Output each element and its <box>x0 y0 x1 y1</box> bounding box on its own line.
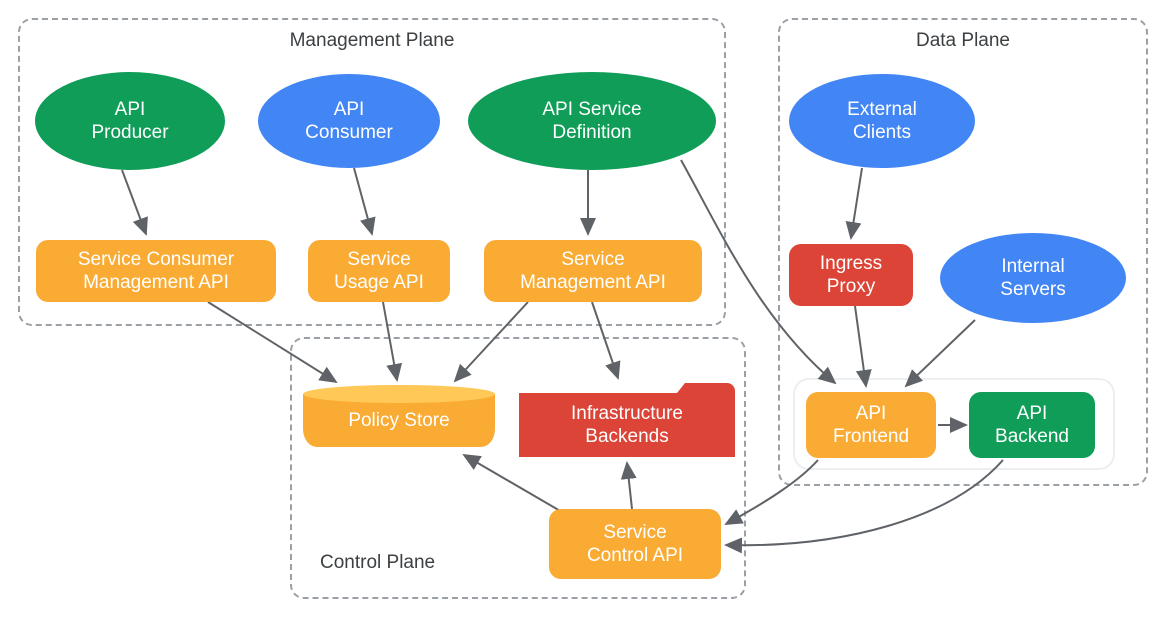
node-label-external-clients: External Clients <box>847 99 917 143</box>
node-service-usage-api[interactable]: Service Usage API <box>308 240 450 302</box>
node-label-service-usage-api: Service Usage API <box>334 249 424 293</box>
cylinder-top-ellipse <box>303 385 495 403</box>
node-label-ingress-proxy: Ingress Proxy <box>819 253 883 297</box>
node-label-policy-store: Policy Store <box>348 410 450 431</box>
node-service-control-api[interactable]: Service Control API <box>549 509 721 579</box>
node-label-internal-servers: Internal Servers <box>1000 256 1066 300</box>
node-api-consumer[interactable]: API Consumer <box>258 74 440 168</box>
node-label-api-producer: API Producer <box>91 99 169 143</box>
node-api-frontend[interactable]: API Frontend <box>806 392 936 458</box>
node-label-api-consumer: API Consumer <box>305 99 393 143</box>
plane-title-control-plane: Control Plane <box>320 552 436 573</box>
node-api-service-definition[interactable]: API Service Definition <box>468 72 716 170</box>
node-service-management-api[interactable]: Service Management API <box>484 240 702 302</box>
node-label-api-service-definition: API Service Definition <box>542 99 642 143</box>
node-label-service-control-api: Service Control API <box>586 522 684 566</box>
node-api-producer[interactable]: API Producer <box>35 72 225 170</box>
node-internal-servers[interactable]: Internal Servers <box>940 233 1126 323</box>
node-policy-store[interactable]: Policy Store <box>303 385 495 447</box>
node-label-api-backend: API Backend <box>995 403 1069 447</box>
node-ingress-proxy[interactable]: Ingress Proxy <box>789 244 913 306</box>
node-label-infrastructure-backends: Infrastructure Backends <box>571 403 683 447</box>
node-label-service-management-api: Service Management API <box>520 249 666 293</box>
node-label-service-consumer-management-api: Service Consumer Management API <box>77 249 235 293</box>
plane-title-data-plane: Data Plane <box>915 30 1010 51</box>
node-infrastructure-backends[interactable]: Infrastructure Backends <box>519 383 735 457</box>
node-external-clients[interactable]: External Clients <box>789 74 975 168</box>
node-label-api-frontend: API Frontend <box>832 403 910 447</box>
node-api-backend[interactable]: API Backend <box>969 392 1095 458</box>
plane-title-management-plane: Management Plane <box>289 30 455 51</box>
folder-shape <box>519 383 735 457</box>
node-service-consumer-management-api[interactable]: Service Consumer Management API <box>36 240 276 302</box>
